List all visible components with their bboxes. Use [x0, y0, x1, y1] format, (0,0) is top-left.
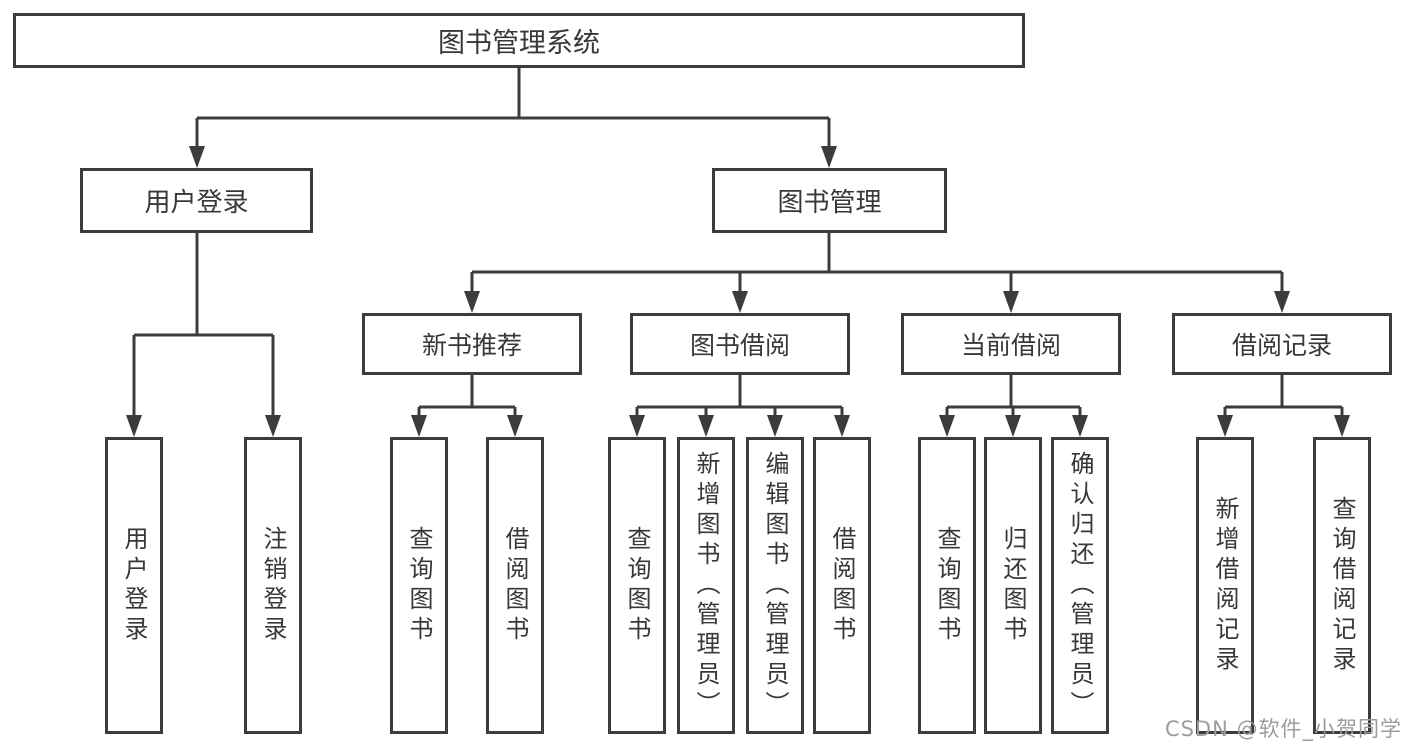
node-leaf-record-query: 查询借阅记录 [1313, 437, 1371, 734]
node-leaf-current-query-books: 查询图书 [918, 437, 976, 734]
arrowheads [126, 146, 1350, 437]
node-label: 图书管理系统 [438, 28, 600, 59]
arrowhead-icon [732, 291, 748, 313]
node-label: 借阅图书 [501, 525, 529, 646]
arrowhead-icon [1217, 415, 1233, 437]
node-label: 新书推荐 [421, 331, 522, 360]
connector-line [470, 233, 1284, 295]
node-label: 归还图书 [999, 525, 1027, 646]
node-leaf-borrowing-query-books: 查询图书 [608, 437, 666, 734]
arrowhead-icon [1003, 291, 1019, 313]
node-leaf-borrowing-edit-books-admin: 编辑图书（管理员） [746, 437, 804, 734]
connector-current-to-leaves [945, 375, 1082, 419]
node-leaf-borrowing-add-books-admin: 新增图书（管理员） [677, 437, 735, 734]
arrowhead-icon [767, 415, 783, 437]
node-user-login: 用户登录 [80, 168, 313, 233]
node-leaf-current-confirm-return-admin: 确认归还（管理员） [1051, 437, 1109, 734]
arrowhead-icon [1072, 415, 1088, 437]
node-label: 借阅图书 [828, 525, 856, 646]
connector-line [132, 233, 275, 419]
node-leaf-recommend-query-books: 查询图书 [390, 437, 448, 734]
node-label: 查询图书 [623, 525, 651, 646]
node-leaf-recommend-borrow-books: 借阅图书 [486, 437, 544, 734]
arrowhead-icon [629, 415, 645, 437]
node-label: 查询借阅记录 [1328, 495, 1356, 676]
node-label: 确认归还（管理员） [1066, 450, 1094, 721]
arrowhead-icon [939, 415, 955, 437]
connector-line [635, 375, 844, 419]
node-label: 编辑图书（管理员） [761, 450, 789, 721]
node-label: 图书管理 [777, 188, 882, 218]
node-label: 查询图书 [405, 525, 433, 646]
node-current-borrowing: 当前借阅 [901, 313, 1121, 375]
node-label: 查询图书 [933, 525, 961, 646]
arrowhead-icon [126, 415, 142, 437]
node-borrowing-records: 借阅记录 [1172, 313, 1392, 375]
connector-record-to-leaves [1223, 375, 1344, 419]
node-leaf-user-login: 用户登录 [105, 437, 163, 734]
arrowhead-icon [189, 146, 205, 168]
connector-borrow-to-leaves [635, 375, 844, 419]
node-label: 用户登录 [144, 188, 249, 218]
connector-bookmgmt-to-level3 [470, 233, 1284, 295]
arrowhead-icon [834, 415, 850, 437]
connector-userlogin-to-leaves [132, 233, 275, 419]
node-label: 当前借阅 [960, 331, 1061, 360]
arrowhead-icon [698, 415, 714, 437]
connector-line [195, 68, 831, 150]
arrowhead-icon [411, 415, 427, 437]
connector-line [1223, 375, 1344, 419]
arrowhead-icon [265, 415, 281, 437]
arrowhead-icon [1005, 415, 1021, 437]
node-leaf-borrowing-borrow-books: 借阅图书 [813, 437, 871, 734]
node-label: 注销登录 [259, 525, 287, 646]
arrowhead-icon [821, 146, 837, 168]
connector-newbook-to-leaves [417, 375, 517, 419]
csdn-watermark: CSDN @软件_小贺同学 [1164, 717, 1402, 741]
connector-line [945, 375, 1082, 419]
connector-line [417, 375, 517, 419]
node-label: 新增图书（管理员） [692, 450, 720, 721]
node-label: 借阅记录 [1231, 331, 1332, 360]
node-leaf-record-add: 新增借阅记录 [1196, 437, 1254, 734]
arrowhead-icon [464, 291, 480, 313]
connector-root-to-level2 [195, 68, 831, 150]
node-label: 图书借阅 [689, 331, 790, 360]
node-book-management: 图书管理 [712, 168, 947, 233]
node-root-system: 图书管理系统 [13, 13, 1025, 68]
arrowhead-icon [507, 415, 523, 437]
node-label: 新增借阅记录 [1211, 495, 1239, 676]
arrowhead-icon [1334, 415, 1350, 437]
arrowhead-icon [1274, 291, 1290, 313]
node-new-book-recommend: 新书推荐 [362, 313, 582, 375]
node-label: 用户登录 [120, 525, 148, 646]
node-leaf-logout: 注销登录 [244, 437, 302, 734]
node-book-borrowing: 图书借阅 [630, 313, 850, 375]
node-leaf-current-return-books: 归还图书 [984, 437, 1042, 734]
